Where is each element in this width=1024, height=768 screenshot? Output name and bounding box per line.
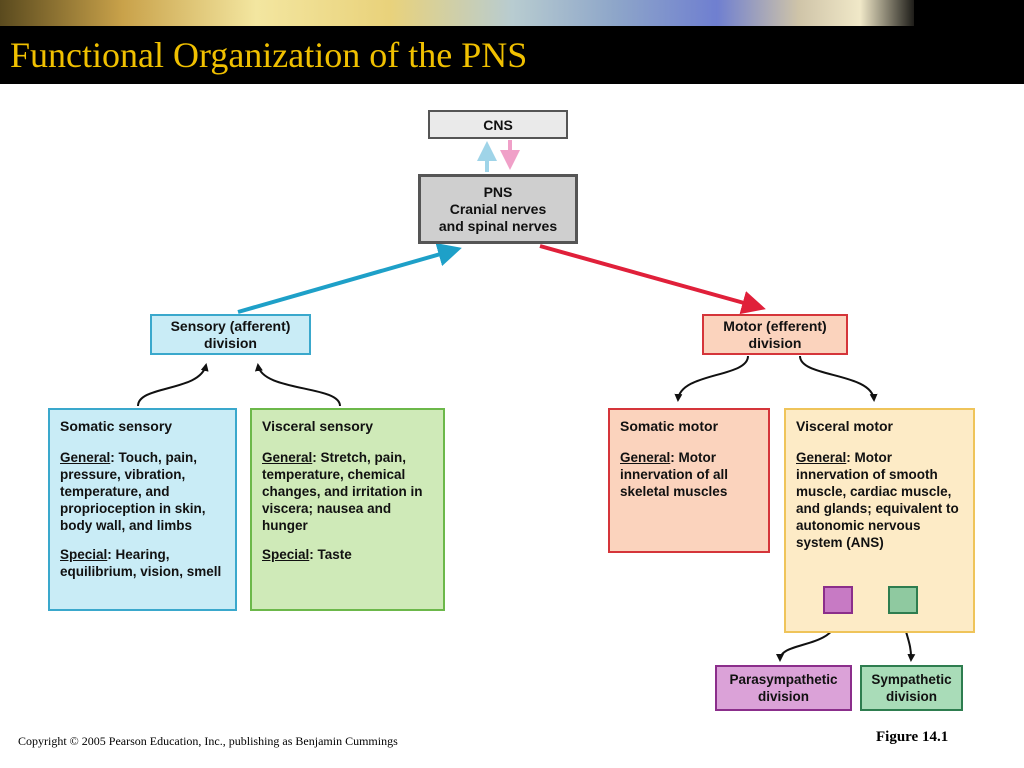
sympathetic-division-box: Sympathetic division <box>860 665 963 711</box>
general-label: General <box>620 450 671 465</box>
cns-box: CNS <box>428 110 568 139</box>
sympathetic-subtitle: division <box>885 689 937 704</box>
general-text: : Motor innervation of smooth muscle, ca… <box>796 450 959 550</box>
sensory-division-box: Sensory (afferent) division <box>150 314 311 355</box>
visceral-sensory-title: Visceral sensory <box>262 418 374 434</box>
motor-to-somatic-motor-arrow <box>674 355 749 402</box>
motor-to-visceral-motor-arrow <box>799 355 878 402</box>
pns-to-motor-arrow <box>539 244 766 315</box>
parasympathetic-division-box: Parasympathetic division <box>715 665 852 711</box>
somatic-motor-general: General: Motor innervation of all skelet… <box>620 449 758 500</box>
pns-subtitle-1: Cranial nerves <box>449 200 547 217</box>
parasympathetic-title: Parasympathetic <box>729 672 838 687</box>
sensory-to-pns-arrow <box>237 242 462 314</box>
parasympathetic-marker <box>823 586 853 614</box>
visceral-motor-box: Visceral motor General: Motor innervatio… <box>784 408 975 633</box>
special-text: : Taste <box>309 547 352 562</box>
title-bar: Functional Organization of the PNS <box>0 0 1024 84</box>
special-text: : Hearing, equilibrium, vision, smell <box>60 547 222 579</box>
pns-box: PNS Cranial nerves and spinal nerves <box>418 174 578 244</box>
visceral-sensory-box: Visceral sensory General: Stretch, pain,… <box>250 408 445 611</box>
motor-division-subtitle: division <box>748 334 802 351</box>
visceral-motor-title: Visceral motor <box>796 418 894 434</box>
somatic-motor-box: Somatic motor General: Motor innervation… <box>608 408 770 553</box>
motor-division-title: Motor (efferent) <box>723 317 827 334</box>
sensory-division-subtitle: division <box>204 334 257 351</box>
cns-label: CNS <box>483 116 513 133</box>
pns-label: PNS <box>483 183 513 200</box>
sympathetic-title: Sympathetic <box>871 672 952 687</box>
decorative-banner <box>0 0 1024 26</box>
general-label: General <box>262 450 313 465</box>
visceral-sensory-special: Special: Taste <box>262 546 433 563</box>
somatic-sensory-general: General: Touch, pain, pressure, vibratio… <box>60 449 225 534</box>
special-label: Special <box>60 547 108 562</box>
general-label: General <box>60 450 111 465</box>
visceral-sensory-to-sensory-arrow <box>254 363 341 407</box>
slide-title: Functional Organization of the PNS <box>10 35 528 75</box>
somatic-sensory-special: Special: Hearing, equilibrium, vision, s… <box>60 546 225 580</box>
general-text: : Motor innervation of all skeletal musc… <box>620 450 729 499</box>
somatic-sensory-to-sensory-arrow <box>137 363 209 407</box>
general-text: : Touch, pain, pressure, vibration, temp… <box>60 450 206 533</box>
sympathetic-marker <box>888 586 918 614</box>
somatic-sensory-title: Somatic sensory <box>60 418 173 434</box>
somatic-motor-title: Somatic motor <box>620 418 719 434</box>
general-label: General <box>796 450 847 465</box>
special-label: Special <box>262 547 310 562</box>
sensory-division-title: Sensory (afferent) <box>170 317 291 334</box>
pns-subtitle-2: and spinal nerves <box>438 217 558 234</box>
somatic-sensory-box: Somatic sensory General: Touch, pain, pr… <box>48 408 237 611</box>
visceral-motor-general: General: Motor innervation of smooth mus… <box>796 449 963 551</box>
parasympathetic-subtitle: division <box>757 689 809 704</box>
visceral-sensory-general: General: Stretch, pain, temperature, che… <box>262 449 433 534</box>
motor-division-box: Motor (efferent) division <box>702 314 848 355</box>
copyright-text: Copyright © 2005 Pearson Education, Inc.… <box>18 734 398 748</box>
figure-label: Figure 14.1 <box>876 729 949 745</box>
general-text: : Stretch, pain, temperature, chemical c… <box>262 450 423 533</box>
